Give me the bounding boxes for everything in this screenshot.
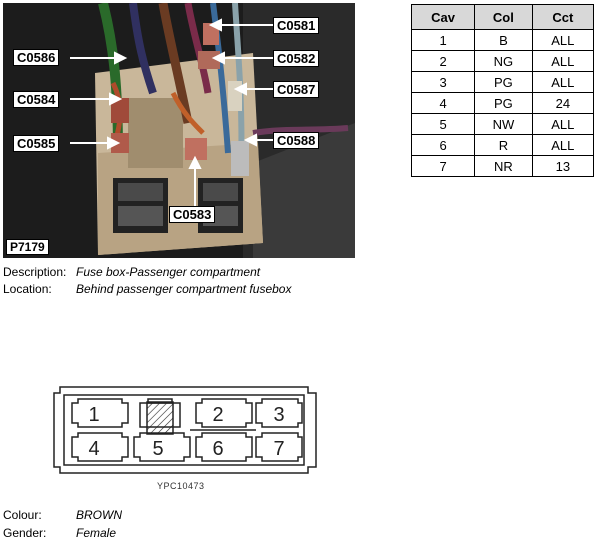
table-row: 4 PG 24 — [410, 92, 595, 114]
label-c0581: C0581 — [273, 17, 320, 34]
gender-value: Female — [76, 526, 117, 540]
table-row: 1 B ALL — [410, 29, 595, 51]
connector-photo: C0581 C0586 C0582 C0587 C0584 C0585 C058… — [3, 3, 355, 258]
cell-col: PG — [474, 92, 533, 114]
label-c0585: C0585 — [13, 135, 60, 152]
label-c0582: C0582 — [273, 50, 320, 67]
drawing-code: YPC10473 — [157, 481, 205, 491]
cavity-7-label: 7 — [273, 438, 285, 460]
gender-row: Gender: Female — [3, 526, 116, 540]
cell-cct: ALL — [531, 50, 595, 72]
colour-key: Colour: — [3, 508, 42, 522]
description-row: Description: Fuse box-Passenger compartme… — [3, 265, 260, 279]
cell-cav: 5 — [410, 113, 476, 135]
connector-face: 1 2 3 4 5 6 7 — [50, 385, 320, 475]
gender-key: Gender: — [3, 526, 47, 540]
cell-cav: 6 — [410, 134, 476, 156]
location-key: Location: — [3, 282, 52, 296]
table-row: 6 R ALL — [410, 134, 595, 156]
cell-cav: 1 — [410, 29, 476, 51]
label-c0586: C0586 — [13, 49, 60, 66]
cell-col: PG — [474, 71, 533, 93]
table-row: 7 NR 13 — [410, 155, 595, 177]
cavity-4-label: 4 — [88, 438, 100, 460]
description-value: Fuse box-Passenger compartment — [76, 265, 261, 279]
cell-cav: 4 — [410, 92, 476, 114]
label-c0583: C0583 — [169, 206, 216, 223]
cavity-2-label: 2 — [212, 404, 224, 426]
cell-cav: 3 — [410, 71, 476, 93]
table-row: 3 PG ALL — [410, 71, 595, 93]
photo-id: P7179 — [6, 239, 49, 255]
cavity-6-label: 6 — [212, 438, 224, 460]
location-row: Location: Behind passenger compartment fu… — [3, 282, 291, 296]
cell-cct: 24 — [531, 92, 595, 114]
pin-table-header: Cav Col Cct — [410, 4, 595, 30]
table-row: 5 NW ALL — [410, 113, 595, 135]
label-c0584: C0584 — [13, 91, 60, 108]
connector-face-drawing — [53, 386, 317, 474]
label-c0587: C0587 — [273, 81, 320, 98]
cavity-5-label: 5 — [152, 438, 164, 460]
header-cct: Cct — [531, 4, 595, 30]
cell-col: B — [474, 29, 533, 51]
cell-col: R — [474, 134, 533, 156]
cell-cct: ALL — [531, 29, 595, 51]
colour-value: BROWN — [76, 508, 122, 522]
cell-col: NW — [474, 113, 533, 135]
cell-col: NG — [474, 50, 533, 72]
description-key: Description: — [3, 265, 67, 279]
label-c0588: C0588 — [273, 132, 320, 149]
header-cav: Cav — [410, 4, 476, 30]
cell-cct: 13 — [531, 155, 595, 177]
pin-table: Cav Col Cct 1 B ALL 2 NG ALL 3 PG ALL 4 … — [410, 4, 595, 177]
cell-col: NR — [474, 155, 533, 177]
table-row: 2 NG ALL — [410, 50, 595, 72]
cell-cav: 7 — [410, 155, 476, 177]
cell-cct: ALL — [531, 134, 595, 156]
cell-cav: 2 — [410, 50, 476, 72]
photo-illustration — [3, 3, 355, 258]
cell-cct: ALL — [531, 71, 595, 93]
colour-row: Colour: BROWN — [3, 508, 122, 522]
header-col: Col — [474, 4, 533, 30]
cell-cct: ALL — [531, 113, 595, 135]
cavity-3-label: 3 — [273, 404, 285, 426]
location-value: Behind passenger compartment fusebox — [76, 282, 292, 296]
cavity-1-label: 1 — [88, 404, 100, 426]
